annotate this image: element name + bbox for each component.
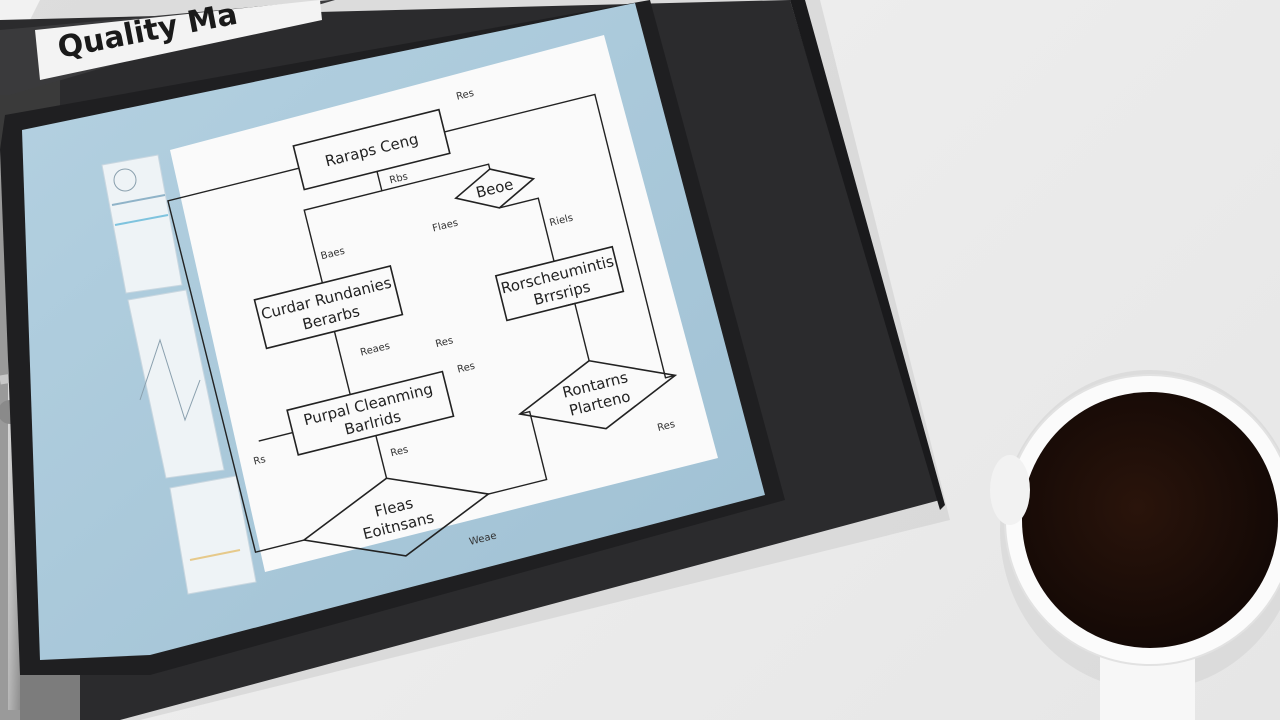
node-diamond-bottom <box>302 477 491 557</box>
cup-side-highlight <box>990 455 1030 525</box>
flowchart-paper <box>170 35 718 572</box>
binder-cover-edge <box>790 0 945 510</box>
thumbnail-pages <box>101 154 257 595</box>
edge-label-10: Rs <box>252 454 266 468</box>
edge-label-8: Res <box>456 361 476 376</box>
edge-label-12: Res <box>656 419 676 434</box>
coffee <box>1022 392 1278 648</box>
edge-label-2: Rbs <box>388 171 409 186</box>
edge-label-7: Res <box>434 335 454 350</box>
edge-label-1: Res <box>455 88 475 103</box>
edge-label-9: Res <box>389 444 409 459</box>
coffee-cup <box>990 370 1280 720</box>
flowchart-connectors <box>167 93 676 553</box>
node-diamond-right <box>518 359 678 430</box>
